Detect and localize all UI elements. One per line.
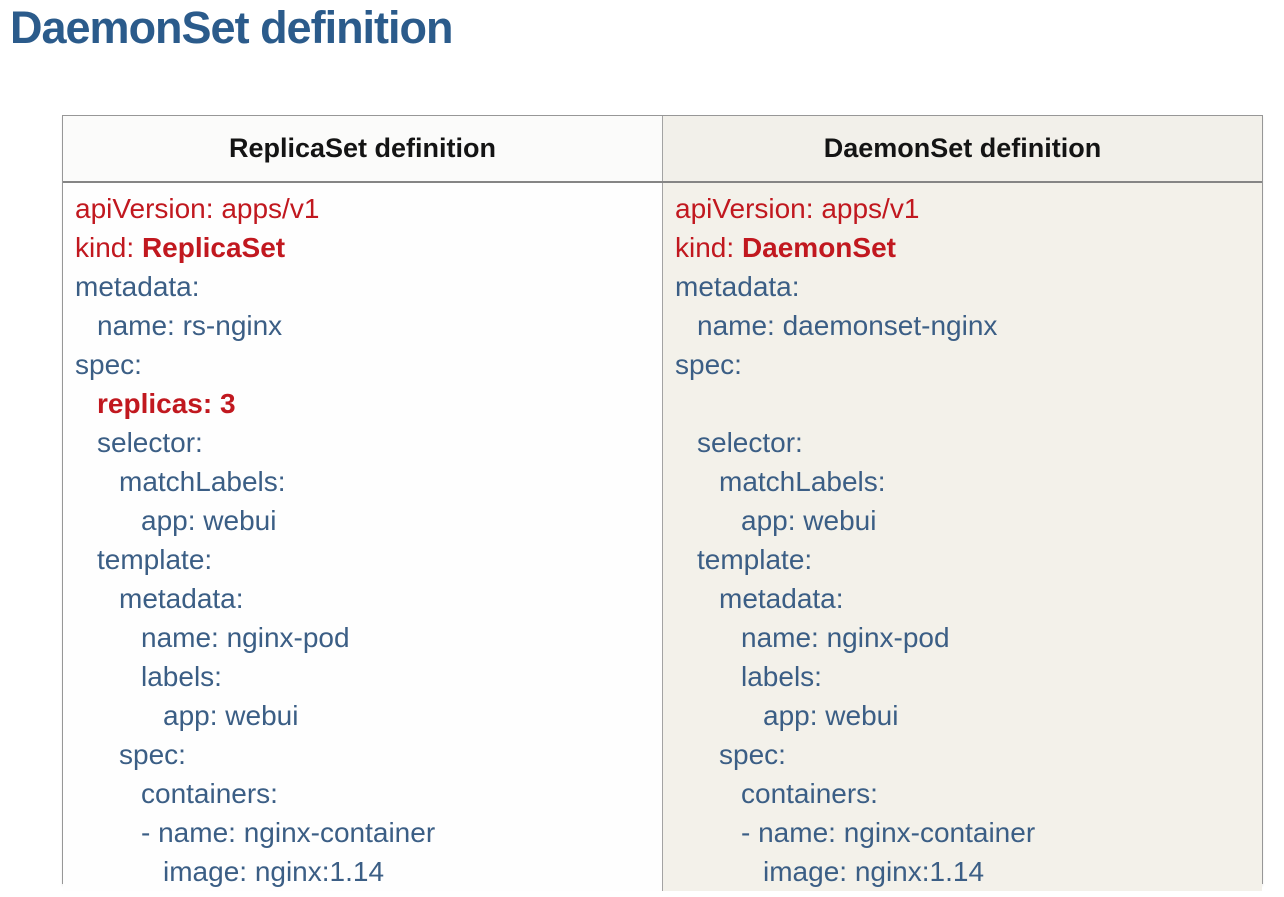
yaml-line: image: nginx:1.14 (663, 852, 1262, 891)
yaml-line: selector: (63, 423, 662, 462)
yaml-token: metadata: (119, 583, 244, 614)
yaml-line: app: webui (63, 696, 662, 735)
yaml-token: image: nginx:1.14 (163, 856, 385, 887)
yaml-token: matchLabels: (719, 466, 886, 497)
yaml-line: app: webui (663, 501, 1262, 540)
yaml-line: metadata: (63, 267, 662, 306)
column-header-daemonset: DaemonSet definition (663, 116, 1262, 181)
yaml-line: - name: nginx-container (63, 813, 662, 852)
yaml-token: app: webui (163, 700, 299, 731)
yaml-token: name: daemonset-nginx (697, 310, 998, 341)
yaml-token: - name: nginx-container (741, 817, 1036, 848)
yaml-line: kind: DaemonSet (663, 228, 1262, 267)
comparison-table: ReplicaSet definition DaemonSet definiti… (62, 115, 1263, 891)
yaml-line: containers: (63, 774, 662, 813)
yaml-token: apiVersion: apps/v1 (675, 193, 920, 224)
yaml-token: ReplicaSet (141, 232, 286, 263)
yaml-line: selector: (663, 423, 1262, 462)
yaml-token: containers: (741, 778, 878, 809)
yaml-token: metadata: (75, 271, 200, 302)
yaml-token: apiVersion: apps/v1 (75, 193, 320, 224)
yaml-line: image: nginx:1.14 (63, 852, 662, 891)
table-body-row: apiVersion: apps/v1 kind: ReplicaSet metad… (63, 183, 1262, 891)
yaml-token: - name: nginx-container (141, 817, 436, 848)
yaml-line: labels: (663, 657, 1262, 696)
yaml-line: name: rs-nginx (63, 306, 662, 345)
yaml-line: apiVersion: apps/v1 (63, 189, 662, 228)
yaml-token: labels: (141, 661, 222, 692)
yaml-line: spec: (63, 735, 662, 774)
yaml-line: name: nginx-pod (663, 618, 1262, 657)
yaml-token: spec: (75, 349, 142, 380)
yaml-token: app: webui (763, 700, 899, 731)
yaml-line: metadata: (663, 267, 1262, 306)
yaml-line: - name: nginx-container (663, 813, 1262, 852)
yaml-line: matchLabels: (63, 462, 662, 501)
yaml-token: name: nginx-pod (741, 622, 950, 653)
yaml-line: replicas: 3 (63, 384, 662, 423)
yaml-line: app: webui (63, 501, 662, 540)
yaml-token: spec: (675, 349, 742, 380)
yaml-token: template: (97, 544, 213, 575)
yaml-token: DaemonSet (741, 232, 896, 263)
yaml-line: kind: ReplicaSet (63, 228, 662, 267)
yaml-token: template: (697, 544, 813, 575)
replicaset-yaml-cell: apiVersion: apps/v1 kind: ReplicaSet metad… (63, 183, 663, 891)
daemonset-yaml-cell: apiVersion: apps/v1 kind: DaemonSet metada… (663, 183, 1262, 891)
yaml-token: app: webui (741, 505, 877, 536)
yaml-token: spec: (119, 739, 186, 770)
yaml-token: replicas: 3 (97, 388, 236, 419)
yaml-line: app: webui (663, 696, 1262, 735)
yaml-token: selector: (697, 427, 803, 458)
yaml-token: image: nginx:1.14 (763, 856, 985, 887)
yaml-token: kind: (75, 232, 142, 263)
yaml-line: metadata: (63, 579, 662, 618)
yaml-line: spec: (63, 345, 662, 384)
yaml-token: selector: (97, 427, 203, 458)
yaml-line: labels: (63, 657, 662, 696)
yaml-line: name: nginx-pod (63, 618, 662, 657)
yaml-line: metadata: (663, 579, 1262, 618)
yaml-line: template: (663, 540, 1262, 579)
yaml-line (663, 384, 1262, 423)
yaml-line: spec: (663, 735, 1262, 774)
yaml-token: matchLabels: (119, 466, 286, 497)
yaml-token: containers: (141, 778, 278, 809)
yaml-token: name: nginx-pod (141, 622, 350, 653)
yaml-token: labels: (741, 661, 822, 692)
yaml-token: app: webui (141, 505, 277, 536)
yaml-token: name: rs-nginx (97, 310, 283, 341)
column-header-replicaset: ReplicaSet definition (63, 116, 663, 181)
yaml-line: containers: (663, 774, 1262, 813)
table-header-row: ReplicaSet definition DaemonSet definiti… (63, 116, 1262, 183)
yaml-line: apiVersion: apps/v1 (663, 189, 1262, 228)
yaml-token: metadata: (719, 583, 844, 614)
yaml-token: metadata: (675, 271, 800, 302)
page-title: DaemonSet definition (10, 2, 454, 53)
yaml-line: template: (63, 540, 662, 579)
yaml-line: spec: (663, 345, 1262, 384)
yaml-line: name: daemonset-nginx (663, 306, 1262, 345)
yaml-token: kind: (675, 232, 742, 263)
yaml-token: spec: (719, 739, 786, 770)
yaml-line: matchLabels: (663, 462, 1262, 501)
